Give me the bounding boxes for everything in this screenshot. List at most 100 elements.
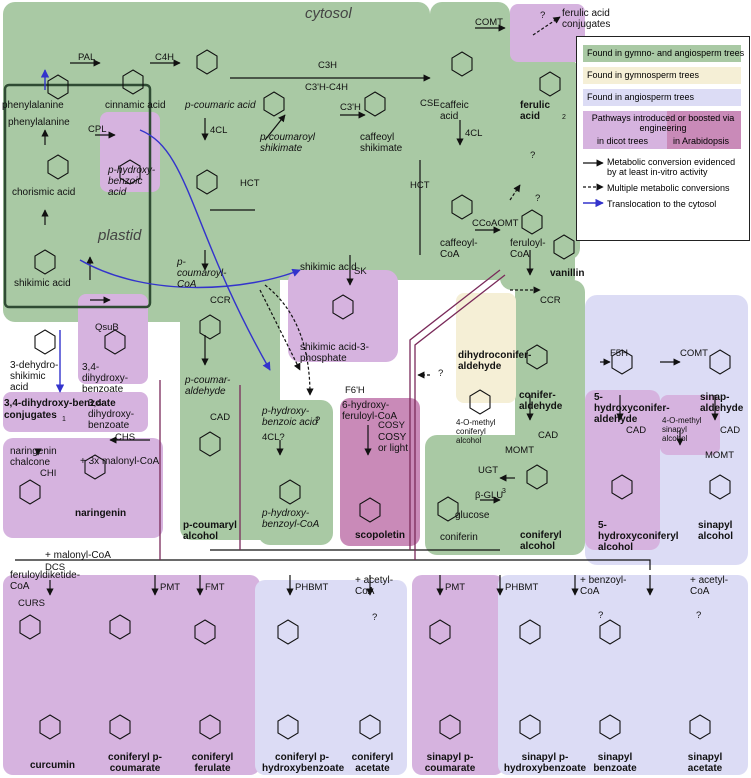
dihydroxybenzoate-conjugates-label-2: conjugates bbox=[4, 410, 57, 421]
enzyme-f5h: F5H bbox=[610, 348, 628, 359]
question-mark-3: ? bbox=[530, 150, 536, 161]
coniferyl-alcohol-label: coniferyl alcohol bbox=[520, 530, 562, 552]
enzyme-4cl-question: 4CL? bbox=[262, 432, 285, 443]
legend-angio: Found in angiosperm trees bbox=[583, 89, 741, 106]
enzyme-beta-glu: β-GLU bbox=[475, 490, 504, 501]
coniferyl-p-hydroxybenzoate-label: coniferyl p-hydroxybenzoate bbox=[262, 752, 345, 774]
naringenin-chalcone-label: naringenin chalcone bbox=[10, 446, 57, 468]
p-coumaric-acid-label: p-coumaric acid bbox=[185, 100, 256, 111]
legend-arrow-multiple: Multiple metabolic conversions bbox=[607, 183, 730, 193]
dihydroxybenzoate-label: 3,4-dihydroxy-benzoate bbox=[82, 362, 129, 395]
enzyme-cosy: COSY bbox=[378, 420, 405, 431]
gymnosperm-region bbox=[456, 293, 516, 403]
enzyme-sk: SK bbox=[354, 266, 367, 277]
enzyme-cad-1: CAD bbox=[210, 412, 231, 423]
ferulic-acid-label: ferulic acid bbox=[520, 100, 551, 122]
translocation-arrows bbox=[40, 69, 301, 393]
legend-gymno: Found in gymnosperm trees bbox=[583, 67, 741, 84]
caffeoyl-shikimate-label: caffeoyl shikimate bbox=[360, 132, 403, 154]
cosy-light-label: COSY or light bbox=[378, 432, 409, 454]
legend-engineered-title: Pathways introduced or boosted via engin… bbox=[591, 113, 735, 133]
p-hydroxybenzoic-acid-cytosol-label: p-hydroxy-benzoic acid bbox=[262, 406, 318, 428]
dihydroxybenzoate-conjugates-label: 3,4-dihydroxy-benzoate bbox=[4, 398, 116, 409]
shikimic-acid-3-phosphate-label: shikimic acid-3-phosphate bbox=[300, 342, 369, 364]
coniferyl-p-coumarate-label: coniferyl p-coumarate bbox=[108, 752, 162, 774]
acetyl-coa-label-1: + acetyl-CoA bbox=[355, 575, 394, 597]
angiosperm-regions bbox=[255, 295, 748, 775]
acetyl-coa-label-2: + acetyl-CoA bbox=[690, 575, 729, 597]
hydroxyconiferyl-alcohol-label: 5-hydroxyconiferyl alcohol bbox=[598, 520, 679, 553]
legend-arabidopsis: in Arabidopsis bbox=[673, 136, 730, 146]
enzyme-c3h-prime: C3'H bbox=[340, 102, 361, 113]
coniferaldehyde-label: conifer-aldehyde bbox=[519, 390, 563, 412]
p-coumaryl-alcohol-label: p-coumaryl alcohol bbox=[183, 520, 237, 542]
p-hydroxybenzoyl-coa-label: p-hydroxy-benzoyl-CoA bbox=[262, 508, 320, 530]
enzyme-ccr-1: CCR bbox=[210, 295, 231, 306]
phenylalanine-plastid-label: phenylalanine bbox=[8, 117, 70, 128]
methyl-sinapyl-alcohol-label: 4-O-methyl sinapyl alcohol bbox=[662, 416, 702, 443]
benzoyl-coa-label: + benzoyl-CoA bbox=[580, 575, 627, 597]
sinapaldehyde-label: sinap-aldehyde bbox=[700, 392, 744, 414]
hydroxyferuloyl-coa-label: 6-hydroxy-feruloyl-CoA bbox=[342, 400, 398, 422]
dihydroxybenzoate-footnote: 1 bbox=[62, 416, 66, 423]
enzyme-4cl-1: 4CL bbox=[210, 125, 228, 136]
question-mark-4: ? bbox=[438, 368, 444, 379]
enzyme-c3h-c4h: C3'H-C4H bbox=[305, 82, 348, 93]
chorismic-acid-label: chorismic acid bbox=[12, 187, 76, 198]
enzyme-fmt: FMT bbox=[205, 582, 225, 593]
enzyme-phbmt-1: PHBMT bbox=[295, 582, 329, 593]
enzyme-qsub: QsuB bbox=[95, 322, 119, 333]
sinapyl-alcohol-label: sinapyl alcohol bbox=[698, 520, 734, 542]
ferulic-conjugates-label: ferulic acid conjugates bbox=[562, 8, 611, 30]
enzyme-pmt-1: PMT bbox=[160, 582, 181, 593]
vanillin-label: vanillin bbox=[550, 268, 585, 279]
enzyme-cpl: CPL bbox=[88, 124, 107, 135]
enzyme-pmt-2: PMT bbox=[445, 582, 466, 593]
enzyme-cad-2: CAD bbox=[538, 430, 559, 441]
coniferyl-ferulate-label: coniferyl ferulate bbox=[191, 752, 234, 774]
coniferin-label: coniferin bbox=[440, 532, 478, 543]
enzyme-hct-1: HCT bbox=[240, 178, 260, 189]
legend-arrow-translocation: Translocation to the cytosol bbox=[607, 199, 717, 209]
question-mark-1: ? bbox=[540, 10, 546, 21]
plastid-label: plastid bbox=[98, 227, 142, 244]
enzyme-f6h: F6'H bbox=[345, 385, 365, 396]
dihydroxybenzoate-transported-label: 3,4-dihydroxy-benzoate bbox=[88, 398, 135, 431]
enzyme-4cl-2: 4CL bbox=[465, 128, 483, 139]
enzyme-phbmt-2: PHBMT bbox=[505, 582, 539, 593]
cinnamic-acid-label: cinnamic acid bbox=[105, 100, 166, 111]
dashed-arrows bbox=[259, 16, 561, 396]
feruloyldiketide-coa-label: feruloyldiketide-CoA bbox=[10, 570, 81, 592]
plastid-membrane bbox=[3, 83, 152, 309]
hydroxyconiferaldehyde-label: 5-hydroxyconifer-aldehyde bbox=[594, 392, 670, 425]
legend-engineered: Pathways introduced or boosted via engin… bbox=[583, 111, 741, 149]
engineered-connectors bbox=[159, 269, 506, 560]
p-coumaraldehyde-label: p-coumar-aldehyde bbox=[185, 375, 231, 397]
beta-glu-footnote: 3 bbox=[502, 488, 506, 495]
legend-arabidopsis-swatch bbox=[667, 111, 741, 149]
sinapyl-p-coumarate-label: sinapyl p-coumarate bbox=[424, 752, 476, 774]
ferulic-acid-footnote: 2 bbox=[562, 114, 566, 121]
legend-arrows bbox=[583, 159, 604, 208]
methyl-coniferyl-alcohol-label: 4-O-methyl coniferyl alcohol bbox=[456, 418, 496, 445]
enzyme-ugt: UGT bbox=[478, 465, 499, 476]
cytosol-label: cytosol bbox=[305, 5, 352, 22]
dihydroconiferaldehyde-label: dihydroconifer-aldehyde bbox=[458, 350, 532, 372]
reaction-arrows bbox=[15, 24, 719, 596]
curcumin-label: curcumin bbox=[30, 760, 76, 771]
sinapyl-p-hydroxybenzoate-label: sinapyl p-hydroxybenzoate bbox=[503, 752, 587, 774]
p-hydroxybenzoic-acid-label: p-hydroxy-benzoic acid bbox=[108, 165, 156, 198]
question-mark-7: ? bbox=[598, 610, 604, 621]
legend-arrow-metabolic: Metabolic conversion evidenced by at lea… bbox=[607, 157, 736, 177]
shikimic-acid-label: shikimic acid bbox=[300, 262, 357, 273]
naringenin-label: naringenin bbox=[75, 508, 127, 519]
caffeoyl-coa-label: caffeoyl-CoA bbox=[440, 238, 478, 260]
enzyme-chs: CHS bbox=[115, 432, 136, 443]
enzyme-pal: PAL bbox=[78, 52, 96, 63]
enzyme-momt-2: MOMT bbox=[705, 450, 735, 461]
question-mark-5: ? bbox=[315, 415, 321, 426]
legend-gymno-angio: Found in gymno- and angiosperm trees bbox=[583, 45, 744, 62]
sinapyl-acetate-label: sinapyl acetate bbox=[687, 752, 723, 774]
